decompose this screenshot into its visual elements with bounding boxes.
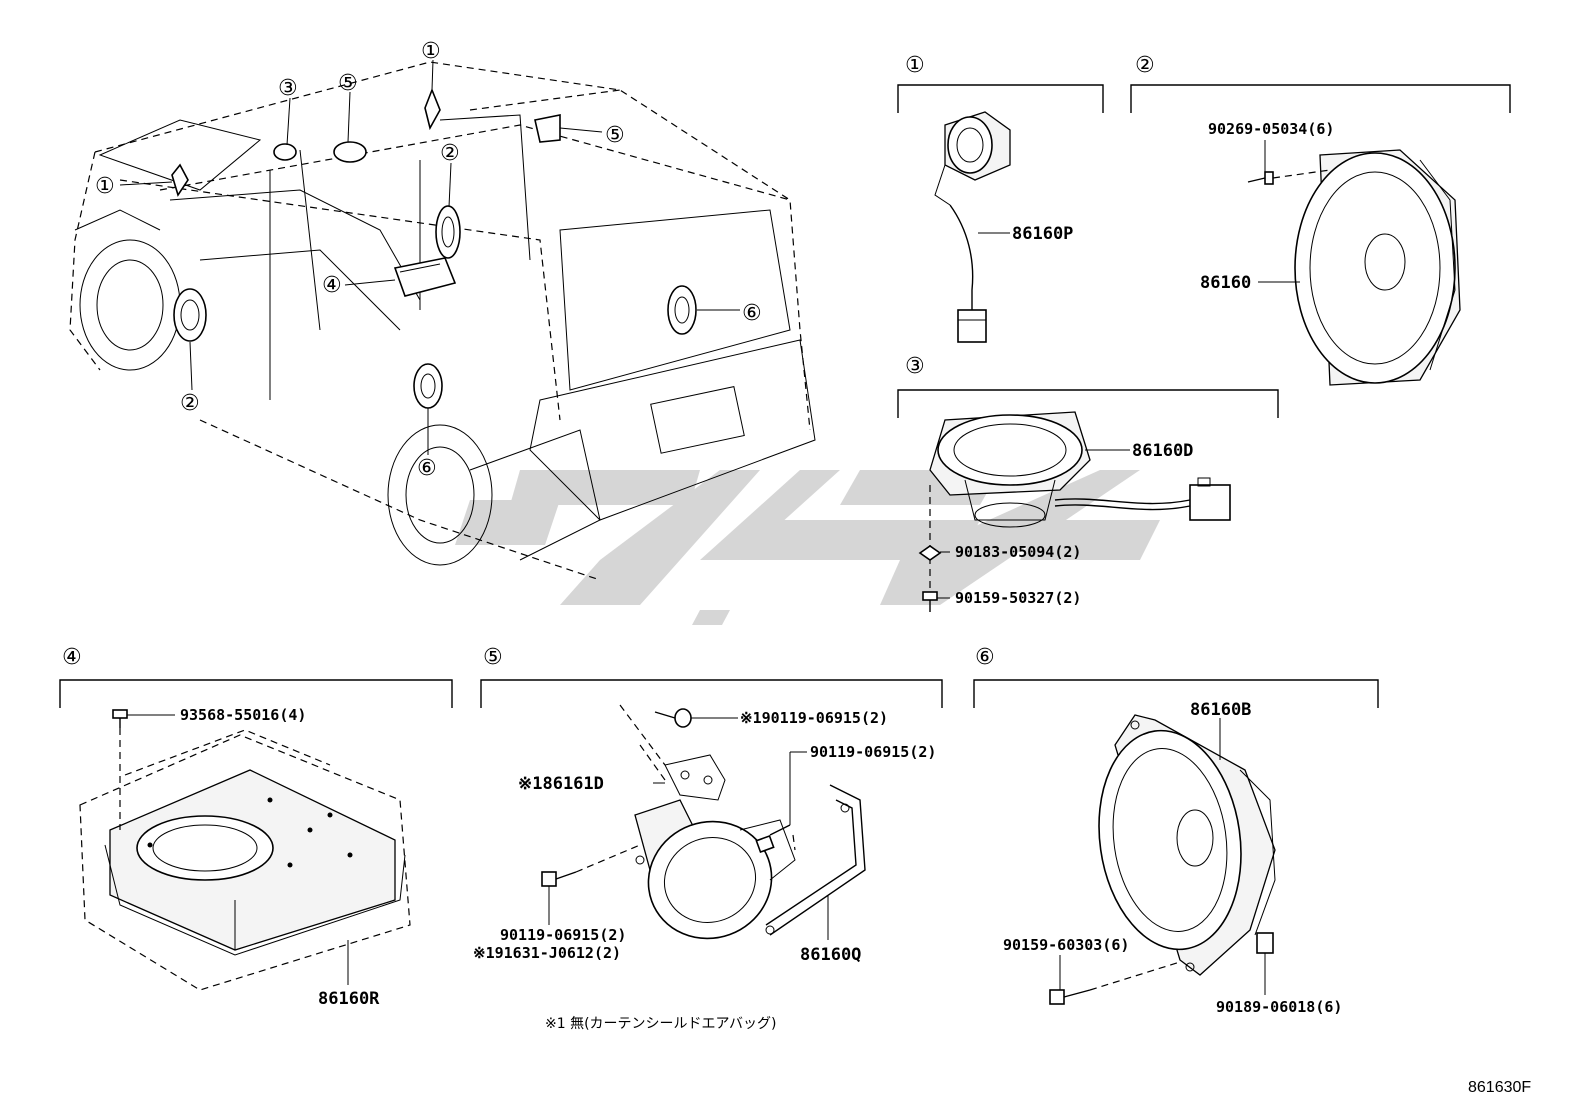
part-90159-50327: 90159-50327(2) (955, 589, 1081, 607)
diagram-code: 861630F (1468, 1079, 1531, 1096)
screw-90119-b (541, 871, 577, 887)
detail-4-bracket (59, 679, 453, 708)
detail-3-label: ③ (905, 354, 925, 379)
detail-5-label: ⑤ (483, 645, 503, 670)
part-86160P: 86160P (1012, 224, 1073, 244)
callout-5-dash: ⑤ (338, 71, 358, 96)
part-90159-60303: 90159-60303(6) (1003, 936, 1129, 954)
callout-1-front: ① (95, 174, 115, 199)
vehicle-overview (69, 59, 816, 581)
detail-6-label: ⑥ (975, 645, 995, 670)
callout-4-subwoofer: ④ (322, 273, 342, 298)
part-86160Q: 86160Q (800, 945, 861, 965)
part-190119-06915: ※190119-06915(2) (740, 709, 888, 727)
tweeter-86160Q-illustration (619, 704, 866, 940)
callout-2-rear-door: ② (440, 141, 460, 166)
detail-6-bracket (973, 679, 1379, 708)
callout-6-rear-quarter: ⑥ (417, 456, 437, 481)
detail-5-bracket (480, 679, 943, 708)
detail-2-label: ② (1135, 53, 1155, 78)
part-90269-05034: 90269-05034(6) (1208, 120, 1334, 138)
detail-2-bracket (1130, 84, 1511, 113)
part-93568-55016: 93568-55016(4) (180, 706, 306, 724)
footnote-curtain-airbag: ※1 無(カーテンシールドエアバッグ) (545, 1016, 776, 1032)
screw-93568 (112, 709, 128, 728)
detail-1-label: ① (905, 53, 925, 78)
callout-2-front: ② (180, 391, 200, 416)
screw-90119-a (755, 824, 791, 854)
screw-90269 (1247, 171, 1274, 185)
part-90183-05094: 90183-05094(2) (955, 543, 1081, 561)
part-90119-06915-a: 90119-06915(2) (810, 743, 936, 761)
speaker-86160B-illustration (1098, 714, 1276, 976)
detail-1-bracket (897, 84, 1104, 113)
callout-6-rear-gate: ⑥ (742, 301, 762, 326)
part-86160: 86160 (1200, 273, 1251, 293)
part-86160D: 86160D (1132, 441, 1193, 461)
tweeter-86160P-illustration (934, 111, 1011, 343)
callout-5-rear: ⑤ (605, 123, 625, 148)
part-90189-06018: 90189-06018(6) (1216, 998, 1342, 1016)
screw-190119 (654, 708, 692, 728)
subwoofer-86160R-illustration (79, 729, 411, 991)
part-86160R: 86160R (318, 989, 380, 1009)
screw-90159-60303 (1049, 989, 1091, 1005)
callout-3-dash: ③ (278, 76, 298, 101)
nut-90189 (1256, 932, 1274, 954)
watermark-logo (455, 470, 1160, 625)
detail-3-bracket (897, 389, 1279, 418)
clip-90183 (918, 545, 942, 561)
detail-4-label: ④ (62, 645, 82, 670)
part-90119-06915-b: 90119-06915(2) (500, 926, 626, 944)
callout-1-pillar: ① (421, 39, 441, 64)
screw-90159-50327 (922, 591, 938, 612)
speaker-86160-illustration (1294, 149, 1461, 386)
part-86161D: ※186161D (518, 774, 604, 794)
part-191631-J0612: ※191631-J0612(2) (473, 944, 621, 962)
part-86160B: 86160B (1190, 700, 1251, 720)
speaker-86160D-illustration (929, 411, 1231, 528)
